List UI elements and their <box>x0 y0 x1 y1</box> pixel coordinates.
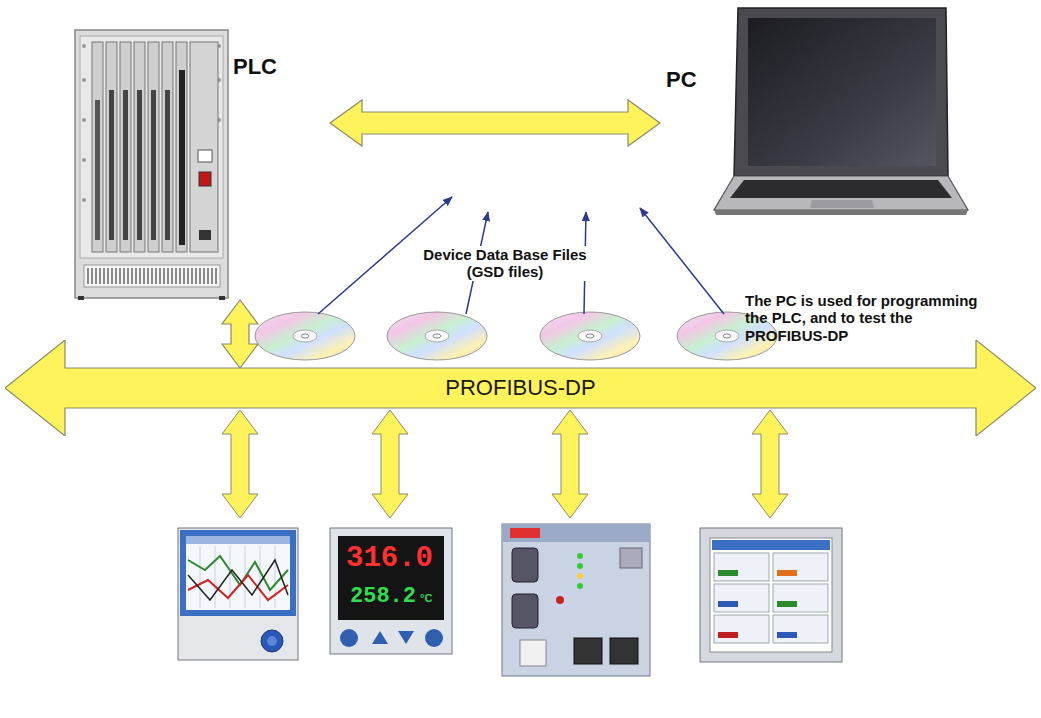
plc-node: PLC <box>75 30 330 300</box>
note-text: The PC is used for programming the PLC, … <box>745 292 983 344</box>
recorder-device <box>178 528 298 660</box>
node-label: PLC <box>233 54 277 79</box>
display-unit: °C <box>420 592 432 605</box>
bus-module-device <box>502 524 650 676</box>
leader-arrows <box>318 197 724 314</box>
pc-node: PC <box>660 5 970 220</box>
fieldbus-band: PROFIBUS-DP <box>5 340 1036 436</box>
plc-rack <box>75 30 228 300</box>
display-value: 258.2 <box>350 584 416 609</box>
panel-device <box>700 528 842 662</box>
gsd-caption: Device Data Base Files (GSD files) <box>405 246 605 281</box>
node-label: PROFIBUS-DP <box>5 375 1036 400</box>
node-label: PC <box>666 67 697 92</box>
bus-arrow <box>222 300 258 368</box>
bus-arrow <box>330 100 660 146</box>
bus-drop-arrows <box>222 410 788 518</box>
laptop <box>714 8 968 215</box>
band-arrow <box>5 340 1036 436</box>
controller-device <box>330 528 452 654</box>
gsd-discs <box>255 312 777 360</box>
display-value: 316.0 <box>346 542 433 575</box>
